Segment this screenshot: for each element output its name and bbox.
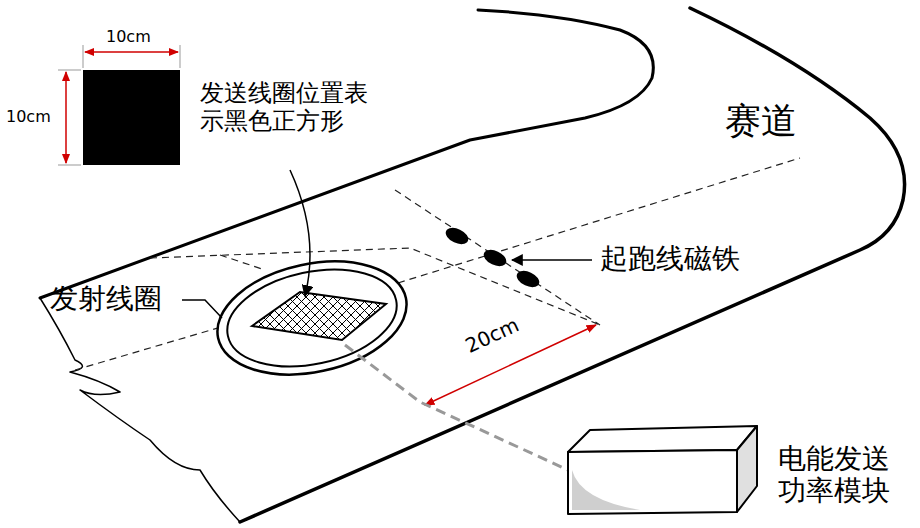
reference-line (75, 158, 800, 370)
module-label: 电能发送 功率模块 (778, 443, 896, 507)
dimension-label: 10cm (106, 28, 151, 46)
dimension-label: 20cm (462, 313, 522, 357)
magnet-label: 起跑线磁铁 (600, 243, 740, 275)
dimension-arrow (66, 52, 596, 405)
leader-line (182, 170, 592, 318)
coil-square (83, 70, 180, 165)
note-label: 发送线圈位置表 示黑色正方形 (200, 80, 374, 135)
track-outline (40, 8, 905, 522)
coil-label: 发射线圈 (50, 283, 162, 315)
start-magnet (443, 225, 542, 291)
transmit-coil (207, 245, 417, 391)
dimension-label: 10cm (6, 108, 51, 126)
extension-line (58, 45, 180, 165)
power-cable (345, 345, 568, 470)
power-module (568, 426, 757, 514)
track-label: 赛道 (725, 100, 797, 141)
